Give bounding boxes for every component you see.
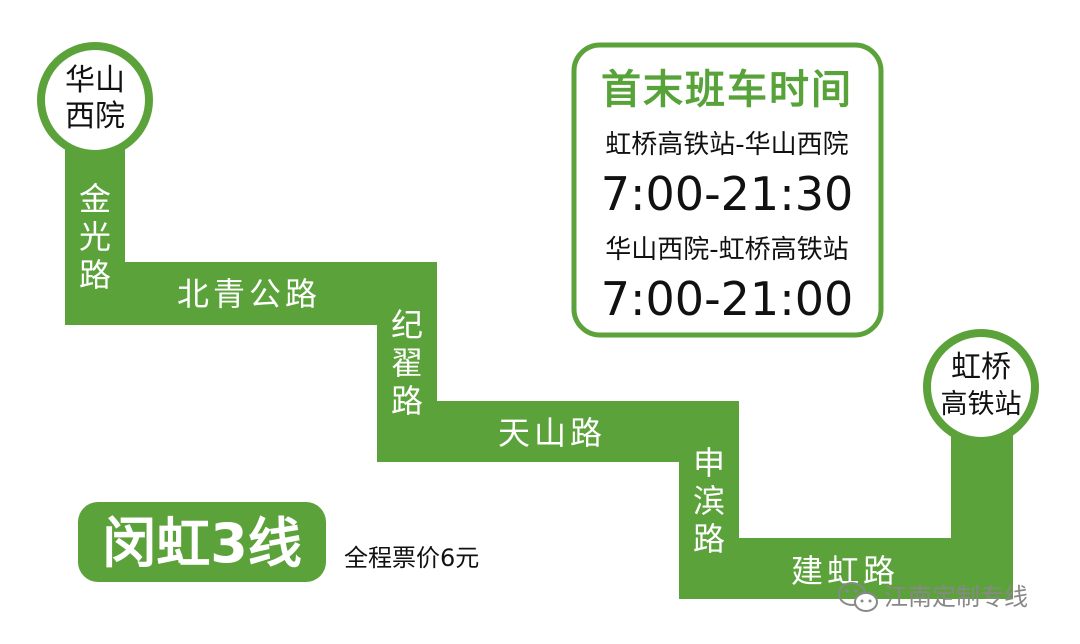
road-label-char: 纪 (391, 306, 423, 344)
road-label-beiqing: 北青公路 (177, 275, 321, 313)
schedule-title: 首末班车时间 (601, 67, 853, 113)
schedule-time-1: 7:00-21:30 (601, 167, 853, 221)
road-label-jinguang: 金 光 路 (79, 180, 111, 294)
terminal-end-line2: 高铁站 (941, 389, 1022, 420)
terminal-start-line1: 华山 (65, 63, 125, 98)
terminal-end-line1: 虹桥 (951, 350, 1011, 385)
road-label-char: 申 (693, 444, 725, 482)
schedule-box-border (571, 42, 884, 338)
road-label-char: 滨 (693, 482, 725, 520)
schedule-direction-1: 虹桥高铁站-华山西院 (605, 130, 848, 160)
road-label-jidi: 纪 翟 路 (391, 306, 423, 420)
road-label-char: 路 (693, 520, 725, 558)
line-name: 闵虹3线 (102, 512, 302, 575)
schedule-time-2: 7:00-21:00 (601, 272, 853, 326)
road-segment-beiqing (65, 262, 437, 325)
schedule-box: 首末班车时间 虹桥高铁站-华山西院 7:00-21:30 华山西院-虹桥高铁站 … (571, 42, 884, 338)
terminal-start: 华山 西院 (37, 42, 153, 158)
road-label-char: 路 (79, 256, 111, 294)
route-band (65, 135, 1013, 599)
watermark-text: 江南定制专线 (884, 583, 1028, 611)
road-label-shenbin: 申 滨 路 (693, 444, 725, 558)
watermark: 江南定制专线 (838, 582, 1028, 612)
road-label-char: 翟 (391, 344, 423, 382)
road-label-char: 光 (79, 218, 111, 256)
terminal-start-circle (37, 42, 153, 158)
road-label-jianhong: 建虹路 (791, 552, 899, 590)
road-label-char: 路 (391, 382, 423, 420)
road-label-char: 金 (79, 180, 111, 218)
road-segment-tianshan (377, 401, 739, 462)
schedule-direction-2: 华山西院-虹桥高铁站 (605, 235, 848, 265)
road-label-tianshan: 天山路 (498, 414, 606, 452)
road-segment-terminal-end (951, 420, 1013, 599)
terminal-end: 虹桥 高铁站 (923, 329, 1039, 445)
line-badge-bg (78, 502, 326, 582)
wechat-icon (838, 582, 878, 612)
terminal-start-line2: 西院 (65, 99, 125, 134)
fare-text: 全程票价6元 (344, 544, 479, 572)
terminal-end-circle (923, 329, 1039, 445)
line-badge: 闵虹3线 (78, 502, 326, 582)
